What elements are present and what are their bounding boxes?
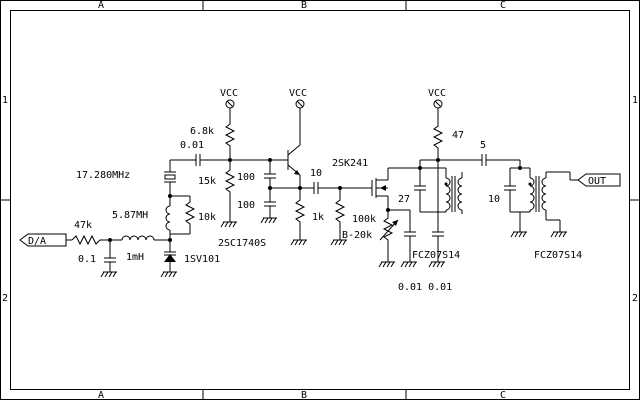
- varicap-label: 1SV101: [184, 254, 220, 265]
- capacitor-0-01-coupling: [190, 154, 230, 166]
- filter-1-transformer: [420, 167, 463, 214]
- vcc-terminal-2: [295, 99, 305, 145]
- resistor-10k-label: 10k: [198, 212, 216, 223]
- capacitor-100-a-label: 100: [237, 172, 255, 183]
- capacitor-100-b: [260, 188, 277, 224]
- ground-filter-2: [510, 212, 567, 238]
- output-port-label: OUT: [588, 176, 606, 187]
- vcc-label-3: VCC: [428, 88, 446, 99]
- capacitor-5: [481, 154, 521, 168]
- varicap-diode: [160, 240, 177, 278]
- potentiometer-label: B-20k: [342, 230, 372, 241]
- resistor-1k: [290, 188, 307, 246]
- resistor-6-8k: [224, 120, 236, 160]
- resistor-100k-label: 100k: [352, 214, 376, 225]
- npn-transistor: [287, 144, 301, 188]
- inductor-5-87mh-label: 5.87MH: [112, 210, 148, 221]
- frame-row-2-left: 2: [2, 293, 8, 304]
- fet-label: 2SK241: [332, 158, 368, 169]
- vcc-label-2: VCC: [289, 88, 307, 99]
- fet-transistor: [371, 168, 389, 210]
- capacitor-0-01-pair-label: 0.01 0.01: [398, 282, 452, 293]
- input-port-label: D/A: [28, 236, 46, 247]
- resistor-47-label: 47: [452, 130, 464, 141]
- vcc-terminal-1: [225, 99, 235, 120]
- resistor-47k: [71, 234, 110, 246]
- inductor-5-87mh: [165, 194, 171, 240]
- vcc-label-1: VCC: [220, 88, 238, 99]
- filter-2-label: FCZ07S14: [534, 250, 582, 261]
- transistor-label: 2SC1740S: [218, 238, 266, 249]
- resistor-10k: [170, 195, 196, 235]
- capacitor-10-filter: [504, 166, 530, 213]
- resistor-100k: [330, 188, 347, 246]
- resistor-1k-label: 1k: [312, 212, 324, 223]
- filter-1-label: FCZ07S14: [412, 250, 460, 261]
- filter-2-transformer: [520, 167, 547, 220]
- capacitor-0-1-label: 0.1: [78, 254, 96, 265]
- capacitor-100-a: [264, 160, 276, 188]
- capacitor-5-label: 5: [480, 140, 486, 151]
- vcc-terminal-3: [433, 99, 443, 122]
- capacitor-100-b-label: 100: [237, 200, 255, 211]
- resistor-47: [432, 122, 444, 160]
- resistor-47k-label: 47k: [74, 220, 92, 231]
- frame-col-b-bottom: B: [301, 390, 307, 400]
- capacitor-10-coupling: [300, 182, 372, 194]
- resistor-15k-label: 15k: [198, 176, 216, 187]
- capacitor-0-01-source: [388, 209, 417, 268]
- frame-col-b-top: B: [301, 0, 307, 11]
- potentiometer-b-20k: [378, 210, 399, 268]
- crystal-resonator: [164, 159, 190, 196]
- inductor-1mh-label: 1mH: [126, 252, 144, 263]
- frame-col-a-bottom: A: [98, 390, 104, 400]
- crystal-label: 17.280MHz: [76, 170, 130, 181]
- capacitor-27-label: 27: [398, 194, 410, 205]
- capacitor-0-01-supply: [428, 160, 445, 268]
- frame-row-1-right: 1: [632, 95, 638, 106]
- frame-row-2-right: 2: [632, 293, 638, 304]
- frame-col-c-top: C: [500, 0, 506, 11]
- capacitor-0-01-label: 0.01: [180, 140, 204, 151]
- capacitor-10-b-label: 10: [488, 194, 500, 205]
- inductor-1mh: [110, 235, 170, 241]
- capacitor-27: [414, 166, 446, 213]
- frame-col-a-top: A: [98, 0, 104, 11]
- resistor-15k: [220, 160, 237, 228]
- capacitor-0-1: [100, 240, 117, 278]
- capacitor-10-a-label: 10: [310, 168, 322, 179]
- input-port: [19, 233, 72, 247]
- frame-col-c-bottom: C: [500, 390, 506, 400]
- output-port: [577, 173, 621, 187]
- frame-row-1-left: 1: [2, 95, 8, 106]
- resistor-6-8k-label: 6.8k: [190, 126, 214, 137]
